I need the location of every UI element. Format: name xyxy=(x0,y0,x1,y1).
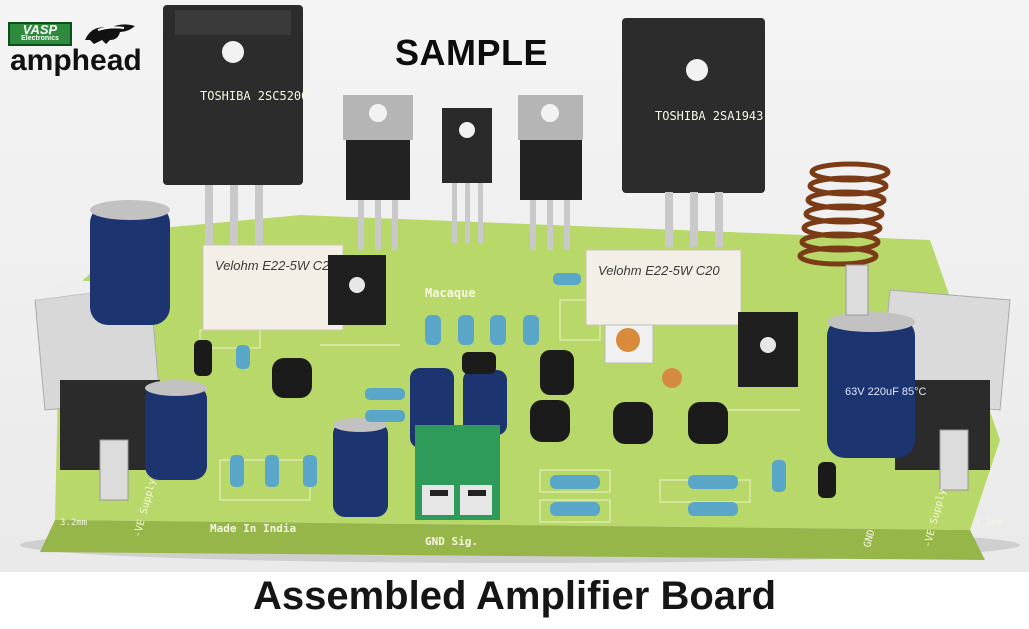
ceramic-resistor-right: Velohm E22-5W C20 xyxy=(585,249,742,326)
transistor-right-label: TOSHIBA 2SA1943 xyxy=(655,109,763,123)
trimmer-pot xyxy=(604,324,682,388)
power-transistor-left: TOSHIBA 2SC5200 xyxy=(163,5,308,245)
image-caption: Assembled Amplifier Board xyxy=(252,574,777,618)
brand-name: amphead xyxy=(10,44,142,77)
resistor-left-label: Velohm E22-5W C20 xyxy=(215,258,337,273)
cap-rating-label: 63V 220uF 85°C xyxy=(845,386,927,398)
diodes xyxy=(194,340,836,498)
input-terminal-block xyxy=(415,425,500,520)
ceramic-resistor-left: Velohm E22-5W C20 xyxy=(202,244,344,331)
mount-hole-right-label: 3.2mm xyxy=(975,518,1002,528)
made-in-label: Made In India xyxy=(210,522,296,535)
resistor-right-label: Velohm E22-5W C20 xyxy=(598,263,720,278)
sample-watermark: SAMPLE xyxy=(395,32,549,73)
terminal-label: GND Sig. xyxy=(425,535,478,548)
to220-transistors xyxy=(343,95,583,250)
small-transistors xyxy=(272,350,728,444)
gnd-label: GND xyxy=(862,528,877,548)
supply-tabs xyxy=(99,264,969,501)
brand-badge: VASP Electronics xyxy=(8,22,72,46)
electrolytic-capacitors: 63V 220uF 85°C xyxy=(90,200,927,517)
axial-resistors xyxy=(230,273,786,516)
power-transistor-right: TOSHIBA 2SA1943 xyxy=(622,18,765,247)
mount-hole-left-label: 3.2mm xyxy=(60,518,87,528)
driver-transistors xyxy=(328,255,798,387)
skunk-logo-icon xyxy=(85,24,135,44)
brand-badge-text: VASP xyxy=(22,22,58,37)
inductor-coil xyxy=(797,161,891,267)
amplifier-board-photo: TOSHIBA 2SC5200 TOSHIBA 2SA1943 xyxy=(0,0,1029,572)
manufacturer-label: Macaque xyxy=(425,286,476,300)
transistor-left-label: TOSHIBA 2SC5200 xyxy=(200,89,308,103)
brand-badge-subtext: Electronics xyxy=(21,35,59,42)
